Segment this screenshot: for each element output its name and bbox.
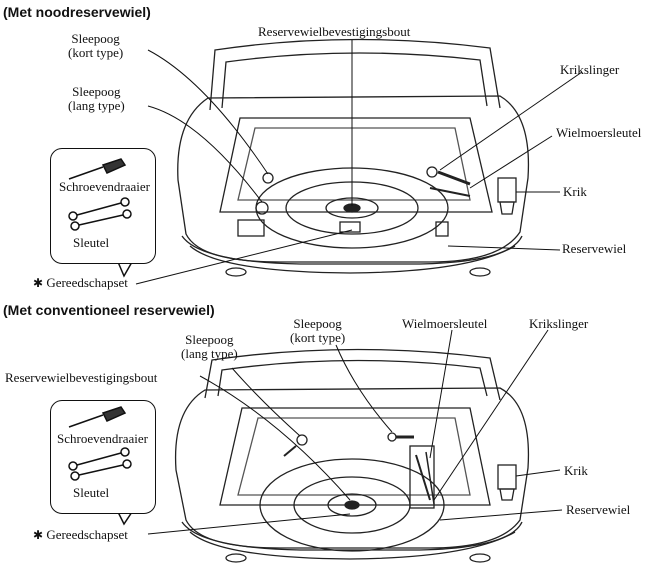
bottom-label-tow-long: Sleepoog (lang type) <box>181 333 238 361</box>
bottom-toolbox-pointer <box>117 511 133 526</box>
top-label-bolt: Reservewielbevestigingsbout <box>258 24 411 39</box>
top-label-screwdriver: Schroevendraaier <box>59 179 150 194</box>
bottom-screwdriver-icon <box>68 406 127 428</box>
top-toolbox: Schroevendraaier Sleutel <box>50 148 156 264</box>
top-label-tow-short-line2: (kort type) <box>68 45 124 60</box>
bottom-label-screwdriver: Schroevendraaier <box>57 431 148 446</box>
bottom-label-wrench: Wielmoersleutel <box>402 316 488 331</box>
bottom-label-spare: Reservewiel <box>566 502 631 517</box>
top-wrench-icon <box>68 197 132 231</box>
bottom-leader-lines <box>147 329 563 535</box>
top-leader-lines <box>135 40 583 285</box>
bottom-label-tow-long-line1: Sleepoog <box>185 332 234 347</box>
top-label-tow-long: Sleepoog (lang type) <box>68 85 125 113</box>
bottom-label-tow-long-line2: (lang type) <box>181 346 238 361</box>
top-label-jack: Krik <box>563 184 587 199</box>
bottom-label-tow-short-line1: Sleepoog <box>293 316 342 331</box>
top-label-crank: Krikslinger <box>560 62 620 77</box>
bottom-toolset-text: Gereedschapset <box>46 527 128 542</box>
bottom-toolbox: Schroevendraaier Sleutel <box>50 400 156 514</box>
top-label-tow-long-line2: (lang type) <box>68 98 125 113</box>
bottom-label-bolt: Reservewielbevestigingsbout <box>5 370 158 385</box>
top-screwdriver-icon <box>68 158 127 180</box>
top-label-toolset: ✱ Gereedschapset <box>33 275 128 291</box>
bottom-label-crank: Krikslinger <box>529 316 589 331</box>
top-section-title: (Met noodreservewiel) <box>3 4 151 20</box>
top-toolset-text: Gereedschapset <box>46 275 128 290</box>
bottom-label-jack: Krik <box>564 463 588 478</box>
bottom-label-tow-short: Sleepoog (kort type) <box>290 317 345 345</box>
top-toolset-star: ✱ <box>33 276 44 290</box>
bottom-toolset-star: ✱ <box>33 528 44 542</box>
bottom-section-title: (Met conventioneel reservewiel) <box>3 302 215 318</box>
top-label-wrench: Wielmoersleutel <box>556 125 642 140</box>
top-label-spare: Reservewiel <box>562 241 627 256</box>
bottom-car-body <box>174 348 530 563</box>
bottom-label-tow-short-line2: (kort type) <box>290 330 346 345</box>
top-toolbox-pointer <box>117 261 133 278</box>
top-label-key: Sleutel <box>73 235 110 250</box>
top-label-tow-long-line1: Sleepoog <box>72 84 121 99</box>
bottom-wrench-icon <box>68 447 132 481</box>
bottom-label-toolset: ✱ Gereedschapset <box>33 527 128 543</box>
top-label-tow-short-line1: Sleepoog <box>71 31 120 46</box>
top-label-tow-short: Sleepoog (kort type) <box>68 32 123 60</box>
bottom-label-key: Sleutel <box>73 485 110 500</box>
